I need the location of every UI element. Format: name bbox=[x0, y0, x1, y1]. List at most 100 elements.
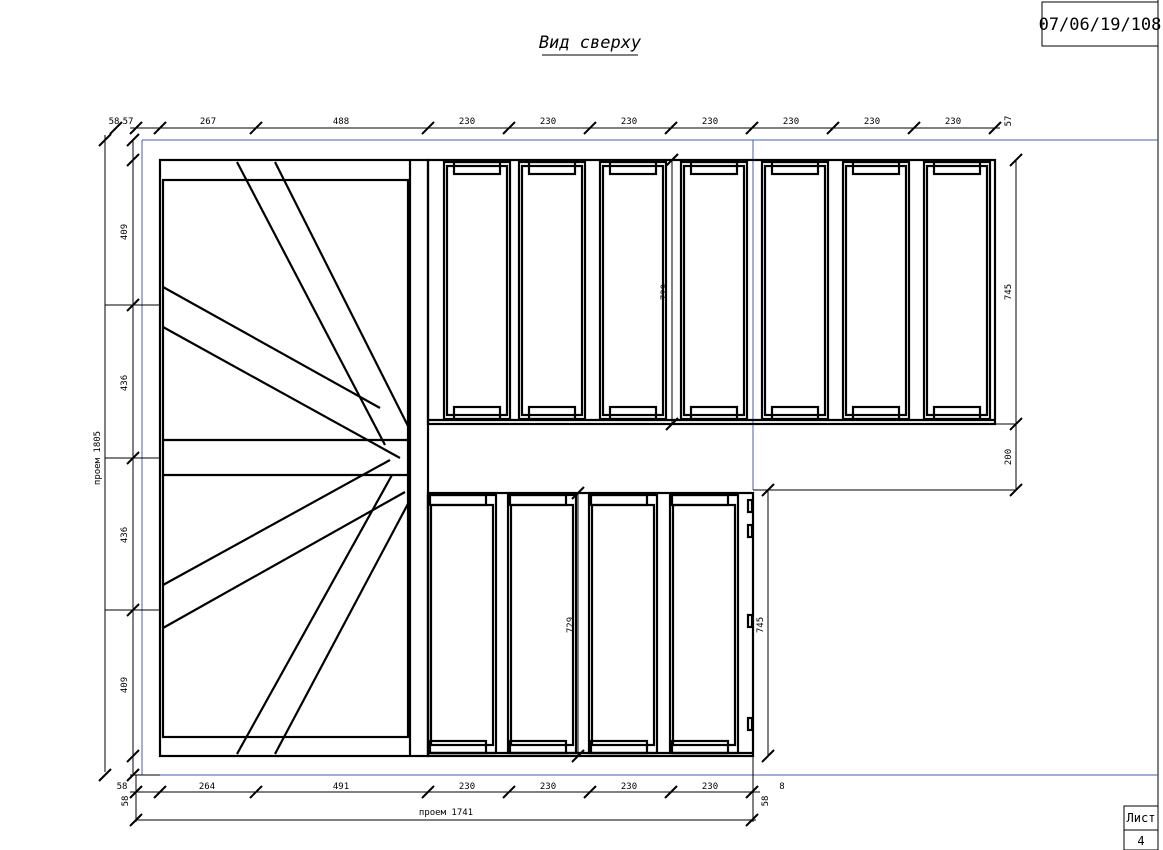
dim-upper-flight-inner: 729 bbox=[660, 284, 670, 300]
dim-tick-37 bbox=[761, 749, 775, 763]
dim-bottom-total: проем 1741 bbox=[419, 808, 473, 818]
tread-bracket-bottom bbox=[932, 405, 982, 421]
dim-tick-10 bbox=[907, 121, 921, 135]
tread-bracket-top bbox=[589, 493, 649, 507]
dim-left-total: проем 1805 bbox=[93, 431, 103, 485]
dim-tick-33 bbox=[1009, 483, 1023, 497]
dim-right-1: 200 bbox=[1004, 449, 1014, 465]
tread-bracket-top bbox=[527, 160, 577, 176]
dim-top-0: 58 bbox=[109, 117, 120, 127]
tread-outline bbox=[760, 160, 830, 421]
dim-tick-1 bbox=[129, 121, 143, 135]
tread-bracket-bottom bbox=[689, 405, 739, 421]
upper-tread-0 bbox=[442, 160, 512, 421]
tread-bracket-bottom bbox=[670, 739, 730, 755]
dim-tick-22 bbox=[126, 133, 140, 147]
dim-tick-38 bbox=[665, 153, 679, 167]
document-code: 07/06/19/108 bbox=[1039, 15, 1162, 35]
dim-tick-24 bbox=[126, 298, 140, 312]
view-title-text: Вид сверху bbox=[539, 33, 642, 53]
tread-bracket-bottom bbox=[508, 739, 568, 755]
dim-bottom-6: 230 bbox=[702, 782, 718, 792]
dim-top-8: 230 bbox=[783, 117, 799, 127]
lower-tread-1 bbox=[506, 493, 578, 755]
dim-bottom-side-left: 58 bbox=[121, 796, 131, 807]
tread-bracket-bottom bbox=[770, 405, 820, 421]
dim-tick-2 bbox=[153, 121, 167, 135]
dim-tick-5 bbox=[502, 121, 516, 135]
tread-inner bbox=[429, 503, 495, 747]
dim-tick-18 bbox=[664, 785, 678, 799]
dim-tick-15 bbox=[421, 785, 435, 799]
dim-top-10: 230 bbox=[945, 117, 961, 127]
tread-inner bbox=[671, 503, 737, 747]
dim-left-0: 409 bbox=[120, 224, 130, 240]
tread-inner bbox=[601, 164, 665, 417]
view-title: Вид сверху bbox=[539, 33, 642, 56]
right-dimensions: 745 200 729 729 745 bbox=[566, 284, 1014, 633]
dim-tick-14 bbox=[249, 785, 263, 799]
dim-tick-19 bbox=[745, 785, 759, 799]
dim-bottom-0: 58 bbox=[117, 782, 128, 792]
dim-tick-26 bbox=[126, 603, 140, 617]
dim-tick-20 bbox=[129, 813, 143, 827]
dim-tick-3 bbox=[249, 121, 263, 135]
fixing-hole-1 bbox=[746, 523, 754, 539]
dim-top-3: 488 bbox=[333, 117, 349, 127]
tread-bracket-bottom bbox=[428, 739, 488, 755]
dim-bottom-3: 230 bbox=[459, 782, 475, 792]
dim-tick-4 bbox=[421, 121, 435, 135]
dim-bottom-5: 230 bbox=[621, 782, 637, 792]
dim-tick-16 bbox=[502, 785, 516, 799]
fixing-hole-3 bbox=[746, 716, 754, 732]
lower-flight-holes bbox=[746, 498, 754, 732]
dim-tick-13 bbox=[153, 785, 167, 799]
dim-lower-flight-outer: 745 bbox=[756, 617, 766, 633]
fixing-hole-2 bbox=[746, 613, 754, 629]
tread-outline bbox=[442, 160, 512, 421]
tread-outline bbox=[426, 493, 498, 755]
dim-top-7: 230 bbox=[702, 117, 718, 127]
bottom-dimensions: 58 264 491 230 230 230 230 8 проем 1741 … bbox=[117, 782, 785, 818]
dim-left-1: 436 bbox=[120, 375, 130, 391]
dim-right-0: 745 bbox=[1004, 284, 1014, 300]
dim-tick-35 bbox=[571, 749, 585, 763]
dim-tick-34 bbox=[571, 486, 585, 500]
tread-outline bbox=[679, 160, 749, 421]
top-dimensions: 58 57 267 488 230 230 230 230 230 230 23… bbox=[109, 116, 1014, 127]
tread-inner bbox=[763, 164, 827, 417]
upper-tread-1 bbox=[517, 160, 587, 421]
lower-flight-frame bbox=[426, 491, 755, 758]
dim-top-5: 230 bbox=[540, 117, 556, 127]
dim-tick-11 bbox=[988, 121, 1002, 135]
upper-tread-3 bbox=[679, 160, 749, 421]
lower-tread-2 bbox=[587, 493, 659, 755]
tread-outline bbox=[668, 493, 740, 755]
dim-bottom-1: 264 bbox=[199, 782, 215, 792]
dim-bottom-7: 8 bbox=[779, 782, 784, 792]
fixing-hole-0 bbox=[746, 498, 754, 514]
tread-bracket-bottom bbox=[608, 405, 658, 421]
dim-top-1: 57 bbox=[123, 117, 134, 127]
tread-bracket-top bbox=[508, 493, 568, 507]
tread-inner bbox=[445, 164, 509, 417]
tread-bracket-top bbox=[932, 160, 982, 176]
tread-bracket-top bbox=[670, 493, 730, 507]
tread-bracket-bottom bbox=[589, 739, 649, 755]
tread-outline bbox=[598, 160, 668, 421]
tread-bracket-top bbox=[851, 160, 901, 176]
dim-left-2: 436 bbox=[120, 527, 130, 543]
dim-top-11: 57 bbox=[1004, 116, 1014, 127]
tread-inner bbox=[682, 164, 746, 417]
dim-tick-25 bbox=[126, 451, 140, 465]
upper-tread-4 bbox=[760, 160, 830, 421]
tread-bracket-bottom bbox=[527, 405, 577, 421]
tread-bracket-top bbox=[770, 160, 820, 176]
dim-tick-21 bbox=[745, 813, 759, 827]
lower-tread-3 bbox=[668, 493, 740, 755]
dim-tick-17 bbox=[583, 785, 597, 799]
sheet-label: Лист bbox=[1127, 811, 1156, 825]
tread-inner bbox=[925, 164, 989, 417]
dim-left-3: 409 bbox=[120, 677, 130, 693]
dim-bottom-2: 491 bbox=[333, 782, 349, 792]
